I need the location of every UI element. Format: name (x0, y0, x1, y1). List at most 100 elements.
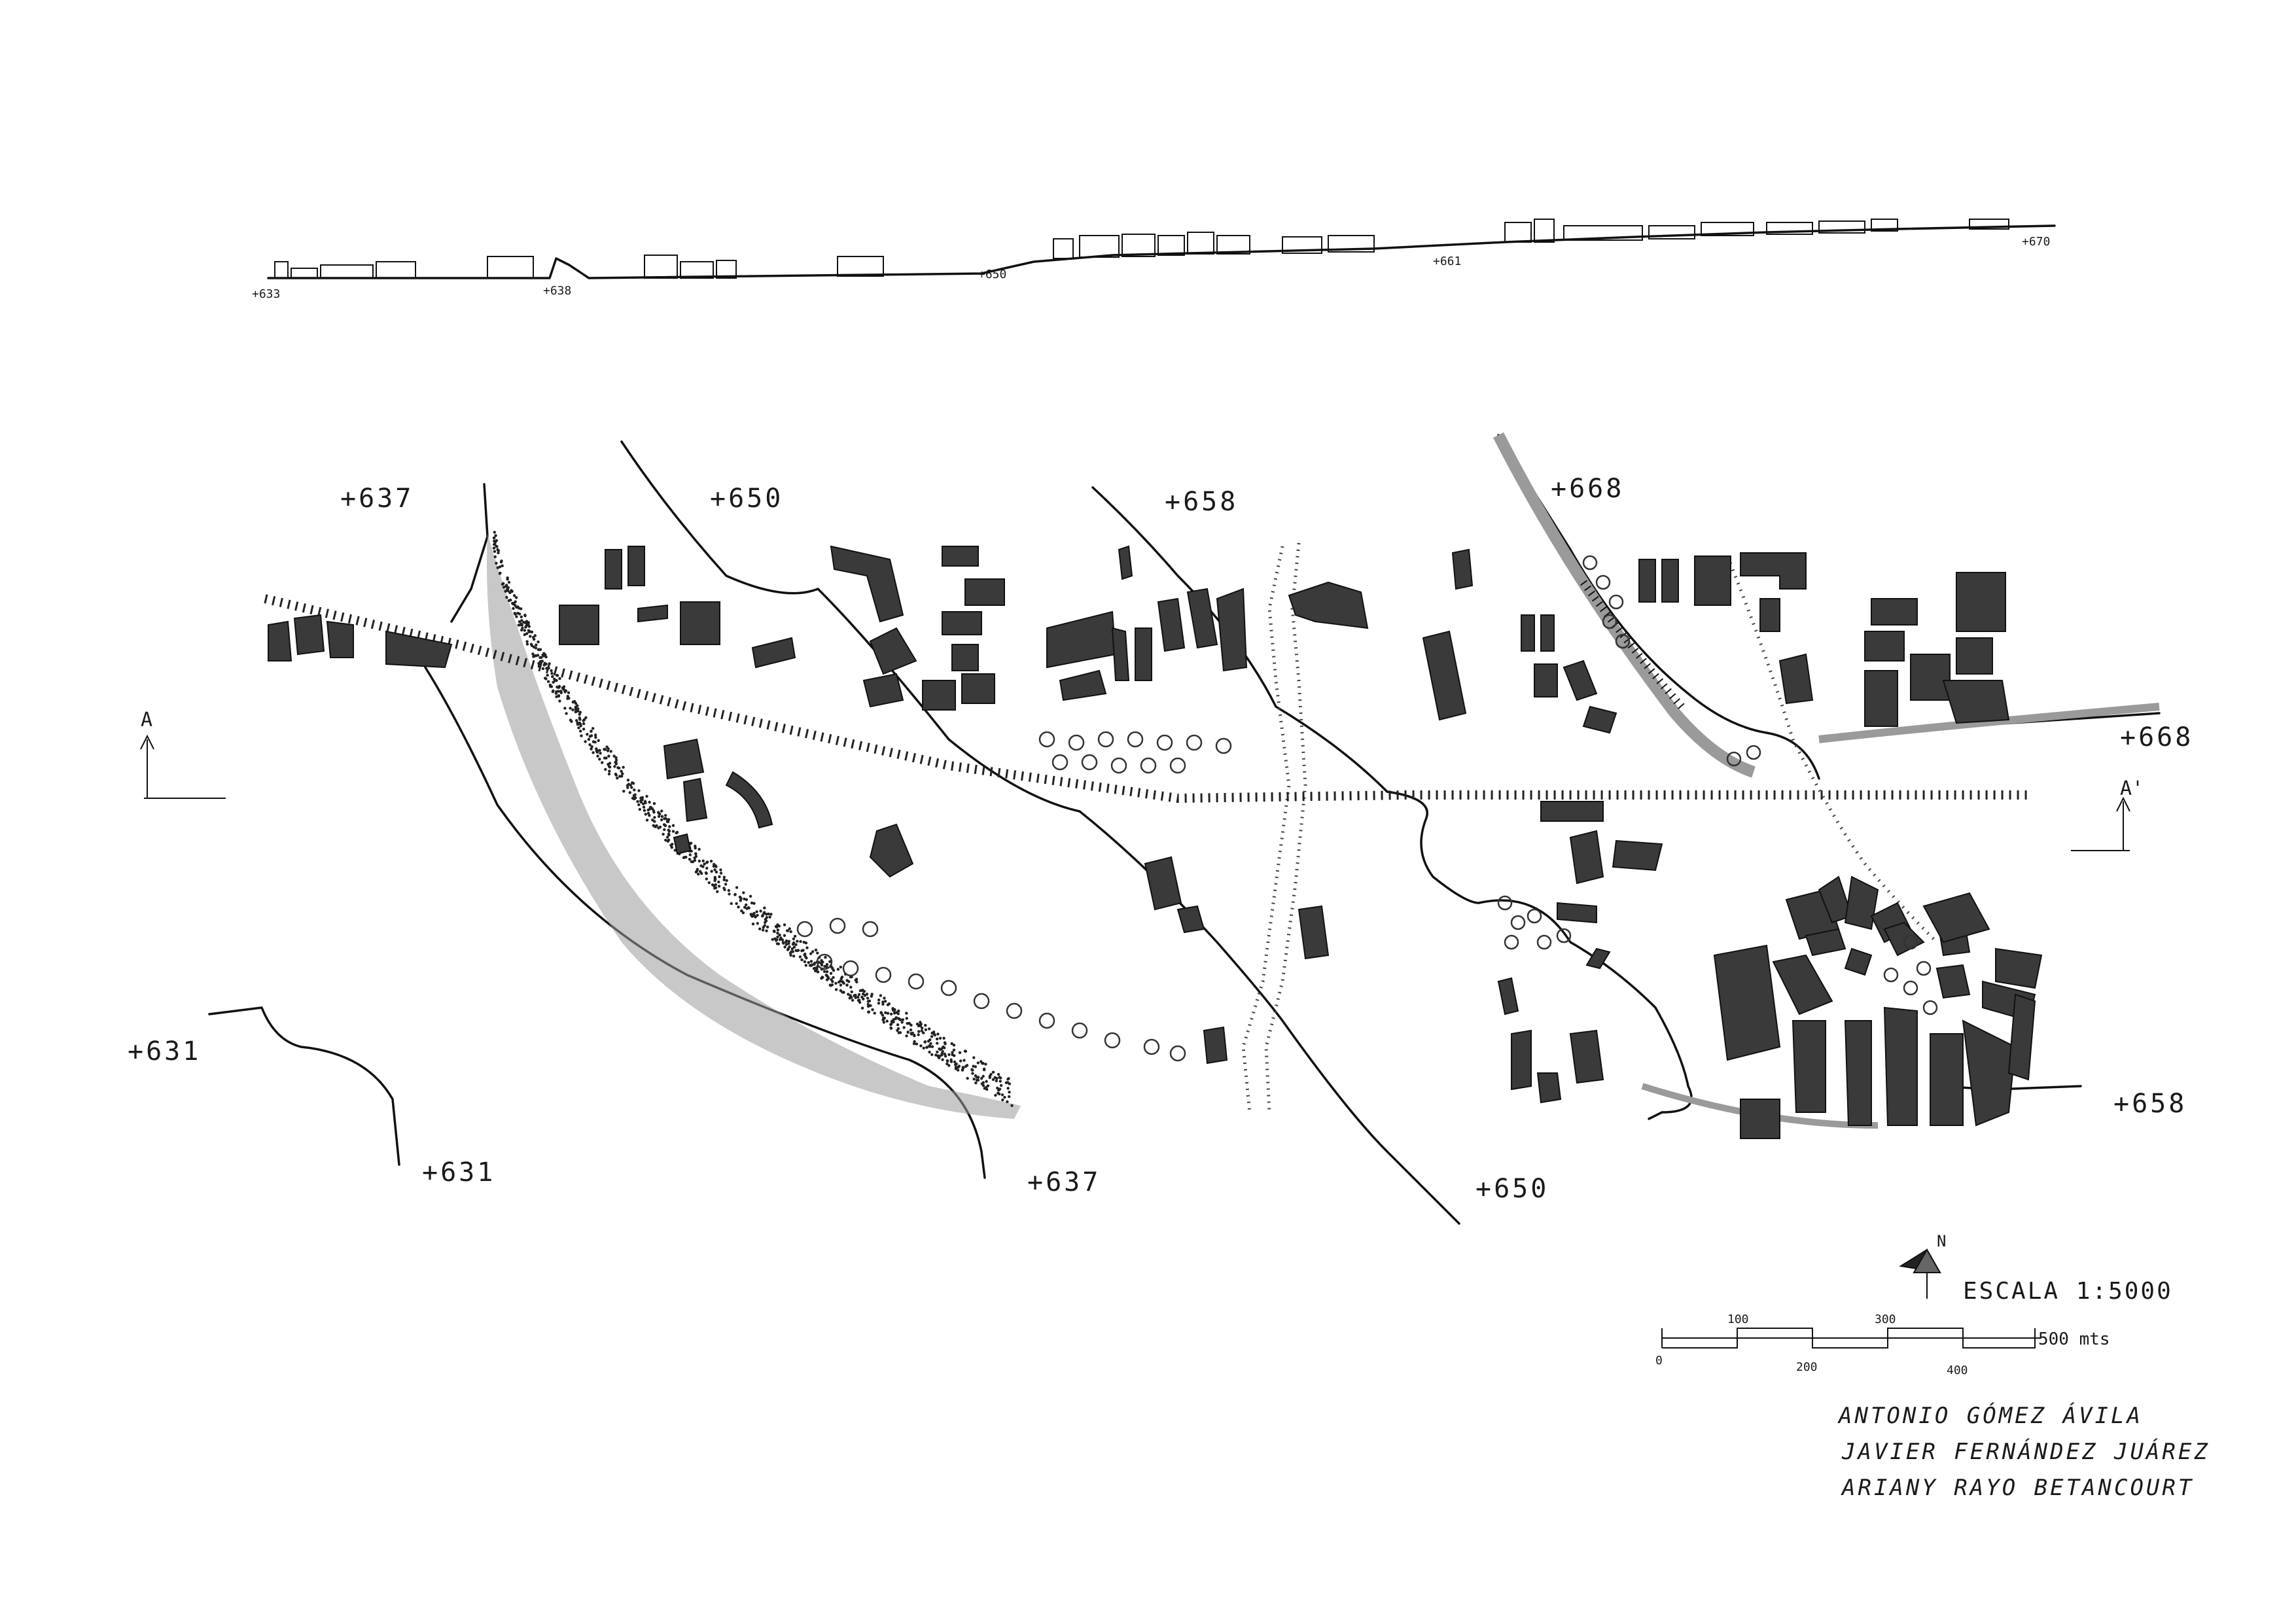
stipple-dot (763, 911, 766, 914)
stipple-dot (831, 966, 834, 970)
stipple-dot (697, 872, 700, 876)
stipple-dot (580, 734, 583, 737)
stipple-dot (901, 1018, 905, 1021)
stipple-dot (771, 938, 775, 942)
stipple-dot (883, 996, 886, 1000)
stipple-dot (648, 800, 651, 804)
stipple-dot (705, 872, 708, 875)
stipple-dot (840, 976, 844, 979)
section-label: +633 (252, 287, 280, 301)
stipple-dot (822, 970, 826, 974)
stipple-dot (963, 1049, 967, 1053)
stipple-dot (607, 747, 610, 750)
stipple-dot (983, 1067, 986, 1071)
stipple-dot (544, 677, 548, 680)
stipple-dot (597, 739, 600, 743)
stipple-dot (556, 686, 559, 689)
stipple-dot (823, 964, 826, 968)
stipple-dot (777, 942, 781, 945)
stipple-dot (890, 1019, 894, 1023)
stipple-dot (804, 942, 808, 945)
author-name: ARIANY RAYO BETANCOURT (1841, 1475, 2194, 1501)
stipple-dot (614, 772, 618, 776)
stipple-dot (832, 976, 835, 979)
stipple-dot (886, 1012, 890, 1015)
stipple-dot (850, 990, 853, 994)
stipple-dot (963, 1059, 966, 1062)
stipple-dot (719, 872, 723, 875)
stipple-dot (579, 730, 582, 733)
stipple-dot (755, 910, 758, 913)
stipple-dot (593, 733, 597, 737)
stipple-dot (502, 582, 505, 585)
stipple-dot (510, 590, 514, 593)
stipple-dot (787, 940, 791, 943)
stipple-dot (707, 881, 711, 885)
stipple-dot (1001, 1098, 1004, 1102)
stipple-dot (582, 722, 586, 726)
stipple-dot (865, 993, 869, 996)
stipple-dot (554, 692, 558, 695)
stipple-dot (705, 877, 709, 881)
stipple-dot (646, 808, 650, 812)
stipple-dot (633, 788, 636, 792)
stipple-dot (569, 718, 573, 722)
stipple-dot (703, 862, 706, 866)
section-label: +650 (978, 268, 1006, 281)
stipple-dot (882, 1021, 886, 1024)
stipple-dot (713, 879, 716, 883)
elevation-label: +637 (1027, 1167, 1101, 1197)
stipple-dot (664, 817, 667, 820)
stipple-dot (866, 996, 870, 1000)
stipple-dot (643, 809, 646, 812)
stipple-dot (883, 1000, 887, 1003)
elevation-label: +631 (128, 1036, 201, 1067)
trees (796, 555, 1938, 1062)
stipple-dot (763, 906, 766, 909)
stipple-dot (809, 960, 813, 963)
stipple-dot (890, 1022, 893, 1026)
stipple-dot (776, 928, 780, 932)
stipple-dot (940, 1047, 944, 1051)
stipple-dot (816, 970, 820, 974)
stipple-dot (921, 1027, 924, 1030)
stipple-dot (958, 1051, 962, 1055)
stipple-dot (974, 1074, 978, 1078)
stipple-dot (603, 756, 607, 760)
stipple-dot (578, 711, 582, 714)
stipple-dot (1004, 1081, 1008, 1085)
stipple-dot (867, 1010, 870, 1014)
stipple-dot (773, 930, 776, 934)
stipple-dot (522, 620, 525, 624)
section-marker-right: A' (2071, 777, 2144, 851)
stipple-dot (820, 963, 824, 967)
stipple-dot (644, 813, 647, 816)
stipple-dot (928, 1050, 931, 1054)
stipple-dot (884, 1011, 887, 1015)
stipple-dot (952, 1048, 956, 1052)
stipple-dot (945, 1059, 949, 1063)
stipple-dot (499, 560, 503, 564)
stipple-dot (613, 765, 616, 768)
stipple-dot (579, 724, 582, 728)
stipple-dot (598, 749, 601, 752)
stipple-dot (776, 935, 779, 939)
stipple-dot (877, 998, 881, 1002)
stipple-dot (764, 919, 768, 923)
stipple-dot (915, 1022, 919, 1026)
stipple-dot (669, 843, 673, 847)
stipple-dot (572, 700, 575, 703)
stipple-dot (785, 940, 788, 943)
stipple-dot (493, 555, 497, 559)
stipple-dot (831, 980, 834, 983)
stipple-dot (813, 962, 816, 966)
stipple-dot (531, 652, 535, 656)
stipple-dot (944, 1055, 947, 1058)
stipple-dot (529, 635, 532, 638)
stipple-dot (794, 949, 798, 952)
stipple-dot (891, 1008, 895, 1012)
stipple-dot (667, 832, 671, 836)
stipple-dot (765, 916, 769, 919)
stipple-dot (759, 909, 762, 913)
scale-tick: 0 (1655, 1354, 1663, 1367)
